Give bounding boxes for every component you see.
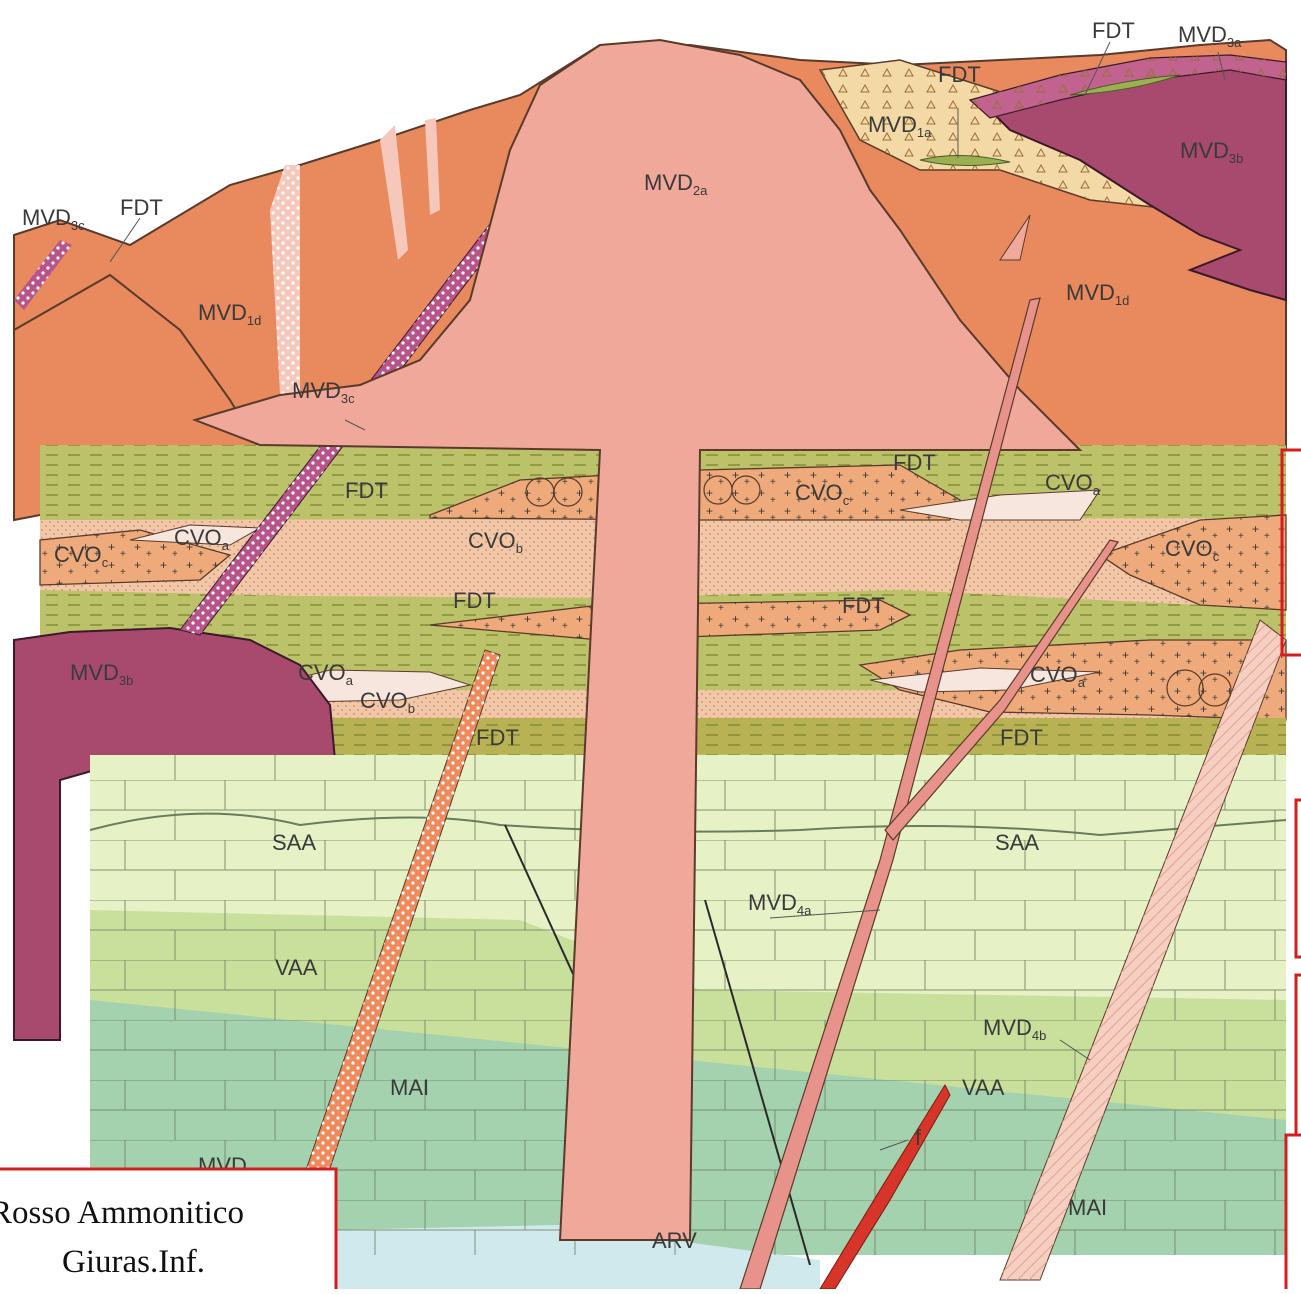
label-saa-right: SAA	[995, 830, 1039, 855]
label-cvo-b-low: CVOb	[360, 688, 415, 716]
label-fdt-3: FDT	[842, 593, 885, 618]
label-fdt-5: FDT	[476, 725, 519, 750]
label-cvo-a-low: CVOa	[298, 660, 354, 688]
label-fdt-top-right: FDT	[1092, 18, 1135, 43]
caption-line1: Rosso Ammonitico	[0, 1195, 244, 1231]
label-mai-right: MAI	[1068, 1195, 1107, 1220]
label-arv: ARV	[652, 1228, 697, 1253]
label-cvo-a-left: CVOa	[174, 525, 230, 553]
label-fdt-2: FDT	[893, 450, 936, 475]
label-f: f	[915, 1125, 922, 1150]
label-mai-mid: MAI	[390, 1075, 429, 1100]
label-cvo-a-right: CVOa	[1045, 470, 1101, 498]
label-saa-left: SAA	[272, 830, 316, 855]
caption-line2: Giuras.Inf.	[62, 1244, 205, 1280]
label-fdt-top-left: FDT	[120, 195, 163, 220]
label-vaa-right: VAA	[962, 1075, 1005, 1100]
label-fdt-top-mid: FDT	[938, 62, 981, 87]
label-fdt-1: FDT	[345, 478, 388, 503]
label-cvo-c-far: CVOc	[1165, 536, 1220, 564]
label-cvo-b-mid: CVOb	[468, 528, 523, 556]
label-cvo-a-low-right: CVOa	[1030, 662, 1086, 690]
label-fdt-4: FDT	[453, 588, 496, 613]
label-vaa-left: VAA	[275, 955, 318, 980]
label-cvo-c-right: CVOc	[795, 480, 850, 508]
label-cvo-c-left: CVOc	[54, 542, 109, 570]
label-fdt-6: FDT	[1000, 725, 1043, 750]
